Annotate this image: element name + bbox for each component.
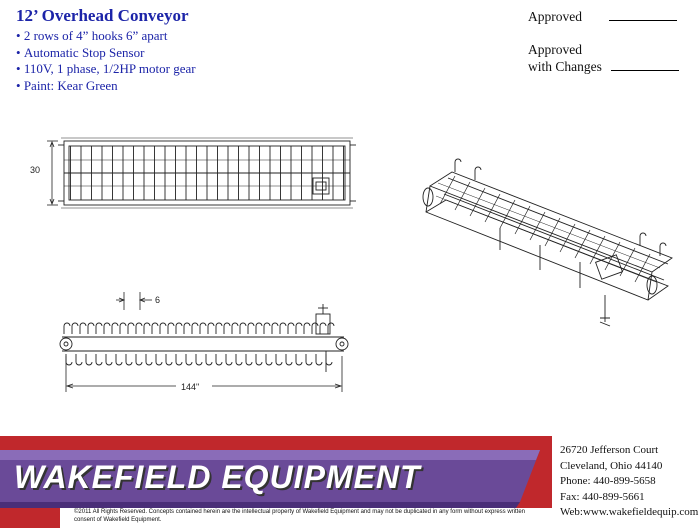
width-dimension xyxy=(47,140,58,206)
approved-signature-line[interactable] xyxy=(609,9,678,21)
spacing-dimension xyxy=(116,292,152,310)
spec-item: 110V, 1 phase, 1/2HP motor gear xyxy=(16,61,196,78)
approved-changes-signature-line[interactable] xyxy=(611,59,680,71)
spec-item: Automatic Stop Sensor xyxy=(16,45,196,62)
address-line-2: Cleveland, Ohio 44140 xyxy=(560,459,663,472)
logo-banner xyxy=(0,436,552,528)
spec-item: 2 rows of 4” hooks 6” apart xyxy=(16,28,196,45)
approved-changes-label-line1: Approved xyxy=(528,42,582,57)
page-title: 12’ Overhead Conveyor xyxy=(16,6,189,25)
phone-number: Phone: 440-899-5658 xyxy=(560,475,656,487)
side-view xyxy=(59,304,349,372)
isometric-view xyxy=(422,158,673,327)
approved-changes-label-line2: with Changes xyxy=(528,59,602,74)
spec-item: Paint: Kear Green xyxy=(16,78,196,95)
spec-list: 2 rows of 4” hooks 6” apart Automatic St… xyxy=(16,28,196,94)
conveyor-drawing: 30 xyxy=(30,137,673,392)
contact-block: 26720 Jefferson Court Cleveland, Ohio 44… xyxy=(560,443,698,521)
company-logo: WAKEFIELD EQUIPMENT xyxy=(14,459,421,495)
fax-number: Fax: 440-899-5661 xyxy=(560,490,645,503)
length-dimension xyxy=(65,356,343,392)
length-dimension-label: 144" xyxy=(181,382,199,392)
address-line-1: 26720 Jefferson Court xyxy=(560,444,659,456)
top-view xyxy=(58,137,356,209)
copyright-notice: ©2011 All Rights Reserved. Concepts cont… xyxy=(74,509,526,523)
website-link[interactable]: Web:www.wakefieldequip.com xyxy=(560,506,699,518)
spacing-dimension-label: 6 xyxy=(155,295,160,305)
approved-label: Approved xyxy=(528,9,582,24)
width-dimension-label: 30 xyxy=(30,165,40,175)
